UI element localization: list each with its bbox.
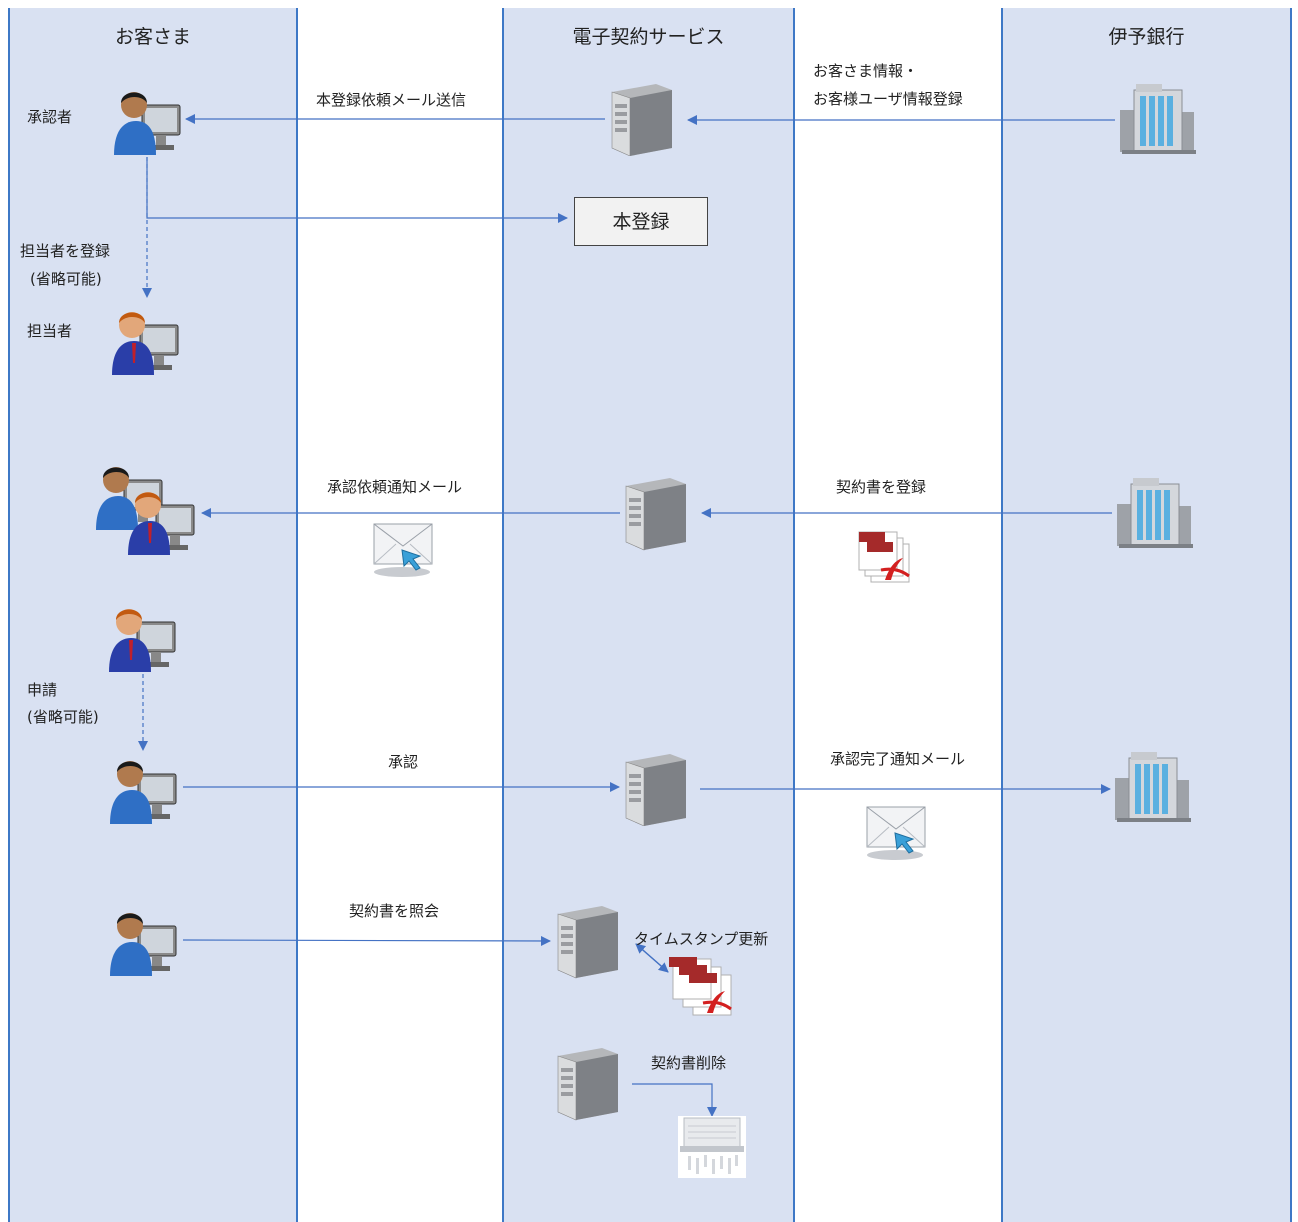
person-computer-icon [110,761,177,824]
lane-customer: お客さま [8,8,298,1222]
building-icon [1117,478,1193,548]
label-register-contract: 契約書を登録 [836,478,927,496]
label-register-staff-optional: (省略可能) [30,270,102,288]
lane-bank: 伊予銀行 [1001,8,1292,1222]
server-icon [557,1048,618,1121]
label-approval-request-mail: 承認依頼通知メール [327,478,463,496]
label-delete-contract: 契約書削除 [651,1054,727,1072]
server-icon [625,754,686,826]
arrow-timestamp-reverse [635,943,669,973]
shredder-icon [678,1116,746,1178]
mail-icon [866,806,926,860]
lane-title-service: 電子契約サービス [572,26,725,48]
label-apply: 申請 [27,681,58,699]
label-apply-optional: (省略可能) [27,708,99,726]
lane-title-bank: 伊予銀行 [1108,26,1185,48]
label-register-staff: 担当者を登録 [20,242,111,260]
person-computer-icon [114,92,181,155]
label-approver: 承認者 [27,108,73,126]
person-computer-icon [110,913,177,976]
person-computer-icon [112,312,179,375]
main-registration-box: 本登録 [574,197,708,246]
pdf-icon [669,957,732,1016]
lane-title-customer: お客さま [114,26,191,48]
server-icon [625,478,686,551]
label-timestamp-update: タイムスタンプ更新 [634,930,769,948]
mail-icon [373,523,433,577]
label-customer-info-1: お客さま情報・ [813,62,919,80]
label-reg-request-mail: 本登録依頼メール送信 [316,91,467,109]
main-registration-label: 本登録 [612,211,670,233]
label-view-contract: 契約書を照会 [349,902,440,920]
label-approve: 承認 [388,753,419,771]
building-icon [1115,752,1191,822]
arrow-approver-to-registration [146,157,568,223]
label-staff: 担当者 [27,322,73,340]
person-computer-icon [128,492,195,555]
arrow-customer-to-service [182,935,551,946]
server-icon [611,84,672,156]
building-icon [1120,84,1196,154]
pdf-icon [858,531,910,583]
label-customer-info-2: お客様ユーザ情報登録 [813,90,963,108]
arrow-delete [632,1083,717,1117]
person-computer-icon [109,609,176,672]
label-approval-done-mail: 承認完了通知メール [830,750,966,768]
server-icon [557,906,618,979]
